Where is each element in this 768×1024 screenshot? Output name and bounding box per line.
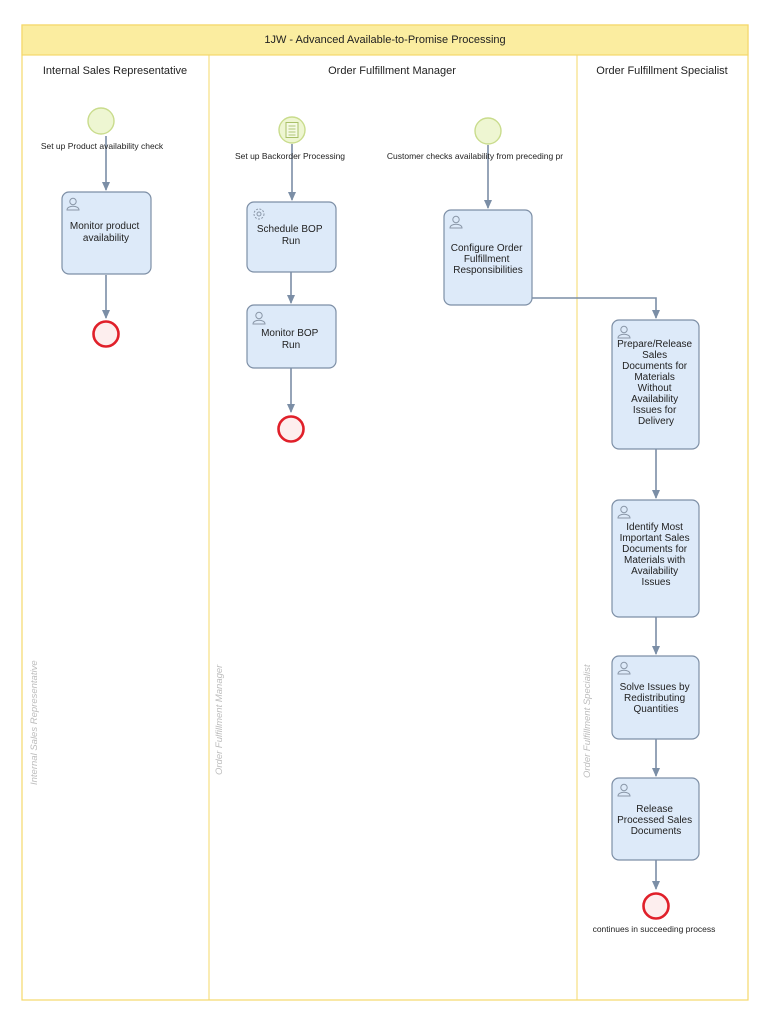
- task-solve-issues-redistributing[interactable]: Solve Issues by Redistributing Quantitie…: [611, 655, 700, 740]
- task-monitor-bop-run[interactable]: Monitor BOP Run: [246, 304, 337, 369]
- conditional-document-icon: [285, 122, 299, 138]
- start-event-label: Set up Product availability check: [41, 141, 164, 151]
- service-task-gear-icon: [253, 208, 265, 220]
- pool-header: [21, 24, 749, 56]
- task-prepare-release-sales-documents[interactable]: Prepare/Release Sales Documents for Mate…: [611, 319, 700, 450]
- start-event-backorder-processing[interactable]: [278, 116, 306, 144]
- task-label: Identify Most Important Sales Documents …: [620, 522, 693, 588]
- lane-side-label-internal-sales-rep: Internal Sales Representative: [29, 660, 40, 785]
- task-label: Monitor product availability: [70, 221, 142, 244]
- pool-title: 1JW - Advanced Available-to-Promise Proc…: [264, 34, 505, 46]
- task-label: Solve Issues by Redistributing Quantitie…: [620, 682, 693, 715]
- start-event-product-availability[interactable]: [87, 107, 115, 135]
- end-event-label: continues in succeeding process: [593, 924, 716, 934]
- task-release-processed-sales-documents[interactable]: Release Processed Sales Documents: [611, 777, 700, 861]
- task-label: Monitor BOP Run: [261, 328, 321, 351]
- task-configure-order-fulfillment[interactable]: Configure Order Fulfillment Responsibili…: [443, 209, 533, 306]
- lane-side-label-order-fulfillment-manager: Order Fulfillment Manager: [214, 664, 225, 775]
- start-event-label: Customer checks availability from preced…: [387, 151, 563, 161]
- lane-side-label-order-fulfillment-specialist: Order Fulfillment Specialist: [582, 664, 593, 778]
- task-schedule-bop-run[interactable]: Schedule BOP Run: [246, 201, 337, 273]
- end-event-isr[interactable]: [92, 320, 120, 348]
- start-event-customer-checks[interactable]: [474, 117, 502, 145]
- task-monitor-product-availability[interactable]: Monitor product availability: [61, 191, 152, 275]
- lane-title-order-fulfillment-manager: Order Fulfillment Manager: [328, 65, 456, 77]
- task-label: Release Processed Sales Documents: [617, 804, 695, 837]
- end-event-ofs[interactable]: [642, 892, 670, 920]
- task-identify-most-important-documents[interactable]: Identify Most Important Sales Documents …: [611, 499, 700, 618]
- start-event-label: Set up Backorder Processing: [235, 151, 345, 161]
- lane-title-internal-sales-rep: Internal Sales Representative: [43, 65, 187, 77]
- task-label: Schedule BOP Run: [257, 224, 325, 247]
- task-label: Configure Order Fulfillment Responsibili…: [451, 243, 525, 276]
- end-event-bop[interactable]: [277, 415, 305, 443]
- task-label: Prepare/Release Sales Documents for Mate…: [617, 339, 695, 427]
- lane-title-order-fulfillment-specialist: Order Fulfillment Specialist: [596, 65, 727, 77]
